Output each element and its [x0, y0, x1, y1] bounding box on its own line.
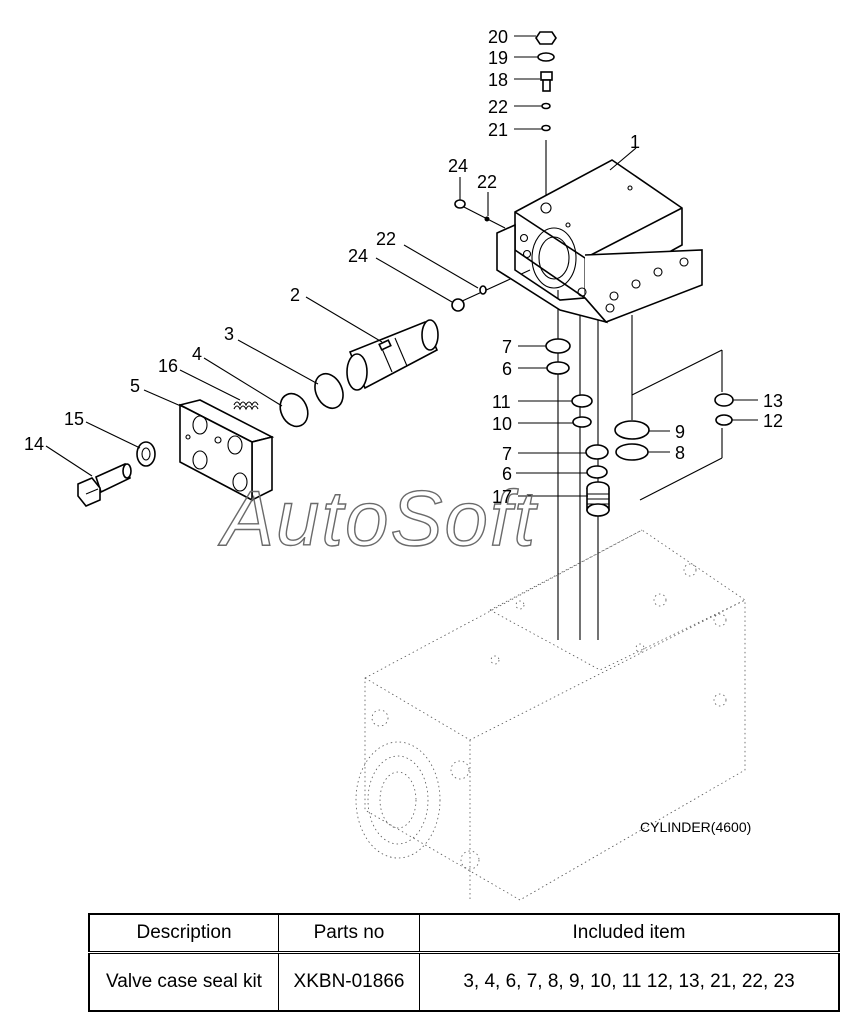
cylinder-label: CYLINDER(4600) [640, 819, 751, 835]
valve-case-part-1 [496, 159, 703, 324]
callout-5: 5 [130, 376, 140, 396]
callout-21: 21 [488, 120, 508, 140]
o-ring-part-3 [314, 372, 344, 410]
header-description: Description [88, 913, 279, 954]
callout-24-upper: 24 [448, 156, 468, 176]
o-ring-part-9 [614, 420, 650, 440]
header-included-item: Included item [419, 913, 840, 954]
callout-22-lower: 22 [376, 229, 396, 249]
callout-1: 1 [630, 132, 640, 152]
table-row: Valve case seal kit XKBN-01866 3, 4, 6, … [88, 952, 840, 1012]
callout-17: 17 [492, 487, 512, 507]
o-ring-part-22-lower [479, 285, 487, 295]
o-ring-part-21 [541, 124, 551, 132]
callout-24-lower: 24 [348, 246, 368, 266]
screw-part-18 [540, 71, 553, 92]
callout-16: 16 [158, 356, 178, 376]
callout-14: 14 [24, 434, 44, 454]
o-ring-part-22-top [541, 102, 551, 110]
nut-part-20 [535, 31, 557, 45]
callout-7-upper: 7 [502, 337, 512, 357]
washer-part-19 [537, 52, 555, 62]
callout-labels: 20 19 18 22 21 1 24 22 22 24 2 3 4 16 5 … [24, 27, 783, 507]
cell-description: Valve case seal kit [88, 952, 279, 1012]
callout-13: 13 [763, 391, 783, 411]
o-ring-part-13 [714, 393, 734, 407]
o-ring-part-8 [615, 443, 649, 461]
plug-part-24-lower [451, 298, 465, 312]
cell-included-item: 3, 4, 6, 7, 8, 9, 10, 11 12, 13, 21, 22,… [419, 952, 840, 1012]
callout-22-top: 22 [488, 97, 508, 117]
watermark: AutoSoft [218, 474, 539, 562]
o-ring-part-6-lower [586, 465, 608, 479]
o-ring-part-11 [571, 394, 593, 408]
leader-lines [45, 35, 758, 497]
callout-3: 3 [224, 324, 234, 344]
callout-4: 4 [192, 344, 202, 364]
o-ring-part-4 [279, 392, 309, 428]
callout-11: 11 [492, 392, 511, 412]
plug-part-17 [586, 481, 610, 517]
header-parts-no: Parts no [278, 913, 420, 954]
cylinder-outline [355, 529, 746, 901]
callout-20: 20 [488, 27, 508, 47]
callout-10: 10 [492, 414, 512, 434]
table-header-row: Description Parts no Included item [88, 913, 840, 954]
o-ring-part-6-upper [546, 361, 570, 375]
spool-part-2 [346, 319, 439, 391]
o-ring-part-7-lower [585, 444, 609, 460]
callout-8: 8 [675, 443, 685, 463]
washer-part-15 [136, 441, 156, 467]
callout-2: 2 [290, 285, 300, 305]
callout-6-upper: 6 [502, 359, 512, 379]
callout-7-lower: 7 [502, 444, 512, 464]
callout-6-lower: 6 [502, 464, 512, 484]
cell-parts-no: XKBN-01866 [278, 952, 420, 1012]
o-ring-part-12 [715, 414, 733, 426]
callout-18: 18 [488, 70, 508, 90]
spring-part-16 [233, 401, 259, 411]
o-ring-part-10 [572, 416, 592, 428]
callout-9: 9 [675, 422, 685, 442]
callout-12: 12 [763, 411, 783, 431]
callout-22-upper: 22 [477, 172, 497, 192]
callout-19: 19 [488, 48, 508, 68]
o-ring-part-7-upper [545, 338, 571, 354]
plug-part-24-upper [454, 199, 466, 209]
bolt-part-14 [77, 462, 132, 507]
callout-15: 15 [64, 409, 84, 429]
o-ring-part-22-upper [484, 216, 490, 222]
cover-plate-part-5 [177, 399, 275, 502]
seal-kit-table: Description Parts no Included item Valve… [88, 913, 840, 1012]
